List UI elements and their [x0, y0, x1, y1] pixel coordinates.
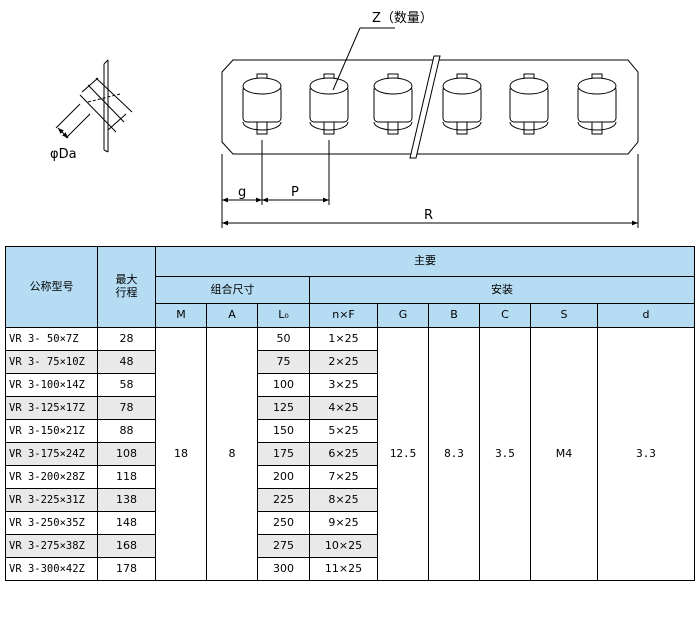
nf-cell: 1×25 — [309, 327, 378, 351]
col-header-m: M — [155, 303, 207, 328]
a-cell: 8 — [206, 327, 258, 581]
table-row: VR 3-300×42Z 178 300 11×25 — [5, 557, 695, 581]
m-cell: 18 — [155, 327, 207, 581]
model-cell: VR 3-100×14Z — [5, 373, 98, 397]
model-cell: VR 3-275×38Z — [5, 534, 98, 558]
col-header-model: 公称型号 — [5, 246, 98, 328]
l0-cell: 275 — [257, 534, 310, 558]
table-row: VR 3-175×24Z 108 175 6×25 — [5, 442, 695, 466]
s-cell: M4 — [530, 327, 598, 581]
c-cell: 3.5 — [479, 327, 531, 581]
table-row: VR 3- 75×10Z 48 75 2×25 — [5, 350, 695, 374]
roller — [442, 73, 482, 135]
roller-set — [242, 73, 617, 135]
side-view-drawing — [55, 59, 133, 153]
table-row: VR 3-200×28Z 118 200 7×25 — [5, 465, 695, 489]
stroke-cell: 168 — [97, 534, 156, 558]
l0-cell: 50 — [257, 327, 310, 351]
roller — [309, 73, 349, 135]
l0-cell: 200 — [257, 465, 310, 489]
table-row: VR 3-225×31Z 138 225 8×25 — [5, 488, 695, 512]
model-cell: VR 3-250×35Z — [5, 511, 98, 535]
roller — [577, 73, 617, 135]
dim-p-label: P — [291, 185, 299, 200]
stroke-cell: 78 — [97, 396, 156, 420]
technical-drawing: φDa Z（数量） g P R — [50, 11, 639, 228]
d-cell: 3.3 — [597, 327, 695, 581]
stroke-cell: 48 — [97, 350, 156, 374]
stroke-cell: 138 — [97, 488, 156, 512]
roller — [509, 73, 549, 135]
table-row: VR 3-150×21Z 88 150 5×25 — [5, 419, 695, 443]
nf-cell: 3×25 — [309, 373, 378, 397]
nf-cell: 11×25 — [309, 557, 378, 581]
group-header-install: 安装 — [309, 276, 695, 304]
stroke-cell: 58 — [97, 373, 156, 397]
col-header-nf: n×F — [309, 303, 378, 328]
col-header-l0: L₀ — [257, 303, 310, 328]
l0-cell: 75 — [257, 350, 310, 374]
dim-r-label: R — [424, 208, 433, 223]
stroke-cell: 178 — [97, 557, 156, 581]
stroke-cell: 108 — [97, 442, 156, 466]
group-header-combo: 组合尺寸 — [155, 276, 310, 304]
l0-cell: 150 — [257, 419, 310, 443]
break-line — [409, 55, 441, 159]
table-row: VR 3-125×17Z 78 125 4×25 — [5, 396, 695, 420]
model-cell: VR 3-125×17Z — [5, 396, 98, 420]
col-header-s: S — [530, 303, 598, 328]
col-header-d: d — [597, 303, 695, 328]
model-cell: VR 3-300×42Z — [5, 557, 98, 581]
l0-cell: 300 — [257, 557, 310, 581]
l0-cell: 125 — [257, 396, 310, 420]
g-cell: 12.5 — [377, 327, 429, 581]
roller — [242, 73, 282, 135]
l0-cell: 175 — [257, 442, 310, 466]
l0-cell: 100 — [257, 373, 310, 397]
nf-cell: 6×25 — [309, 442, 378, 466]
table-row: VR 3- 50×7Z 28 18 8 50 1×25 12.5 8.3 3.5… — [5, 327, 695, 581]
group-header-main: 主要 — [155, 246, 695, 277]
spec-table: 公称型号 最大 行程 主要 组合尺寸 安装 M A L₀ n×F G B C S… — [5, 246, 695, 581]
nf-cell: 2×25 — [309, 350, 378, 374]
b-cell: 8.3 — [428, 327, 480, 581]
stroke-cell: 28 — [97, 327, 156, 351]
table-row: VR 3-250×35Z 148 250 9×25 — [5, 511, 695, 535]
col-header-a: A — [206, 303, 258, 328]
diameter-label: φDa — [50, 147, 77, 162]
roller — [373, 73, 413, 135]
table-row: VR 3-100×14Z 58 100 3×25 — [5, 373, 695, 397]
model-cell: VR 3-150×21Z — [5, 419, 98, 443]
nf-cell: 7×25 — [309, 465, 378, 489]
quantity-label: Z（数量） — [372, 11, 433, 26]
plate-outline — [221, 59, 639, 228]
col-header-stroke: 最大 行程 — [97, 246, 156, 328]
stroke-cell: 118 — [97, 465, 156, 489]
nf-cell: 10×25 — [309, 534, 378, 558]
model-cell: VR 3- 75×10Z — [5, 350, 98, 374]
col-header-c: C — [479, 303, 531, 328]
model-cell: VR 3-200×28Z — [5, 465, 98, 489]
l0-cell: 225 — [257, 488, 310, 512]
nf-cell: 4×25 — [309, 396, 378, 420]
stroke-cell: 88 — [97, 419, 156, 443]
model-cell: VR 3-175×24Z — [5, 442, 98, 466]
dim-g-label: g — [238, 185, 246, 200]
nf-cell: 5×25 — [309, 419, 378, 443]
stroke-cell: 148 — [97, 511, 156, 535]
col-header-b: B — [428, 303, 480, 328]
l0-cell: 250 — [257, 511, 310, 535]
model-cell: VR 3-225×31Z — [5, 488, 98, 512]
nf-cell: 8×25 — [309, 488, 378, 512]
nf-cell: 9×25 — [309, 511, 378, 535]
model-cell: VR 3- 50×7Z — [5, 327, 98, 351]
col-header-g: G — [377, 303, 429, 328]
